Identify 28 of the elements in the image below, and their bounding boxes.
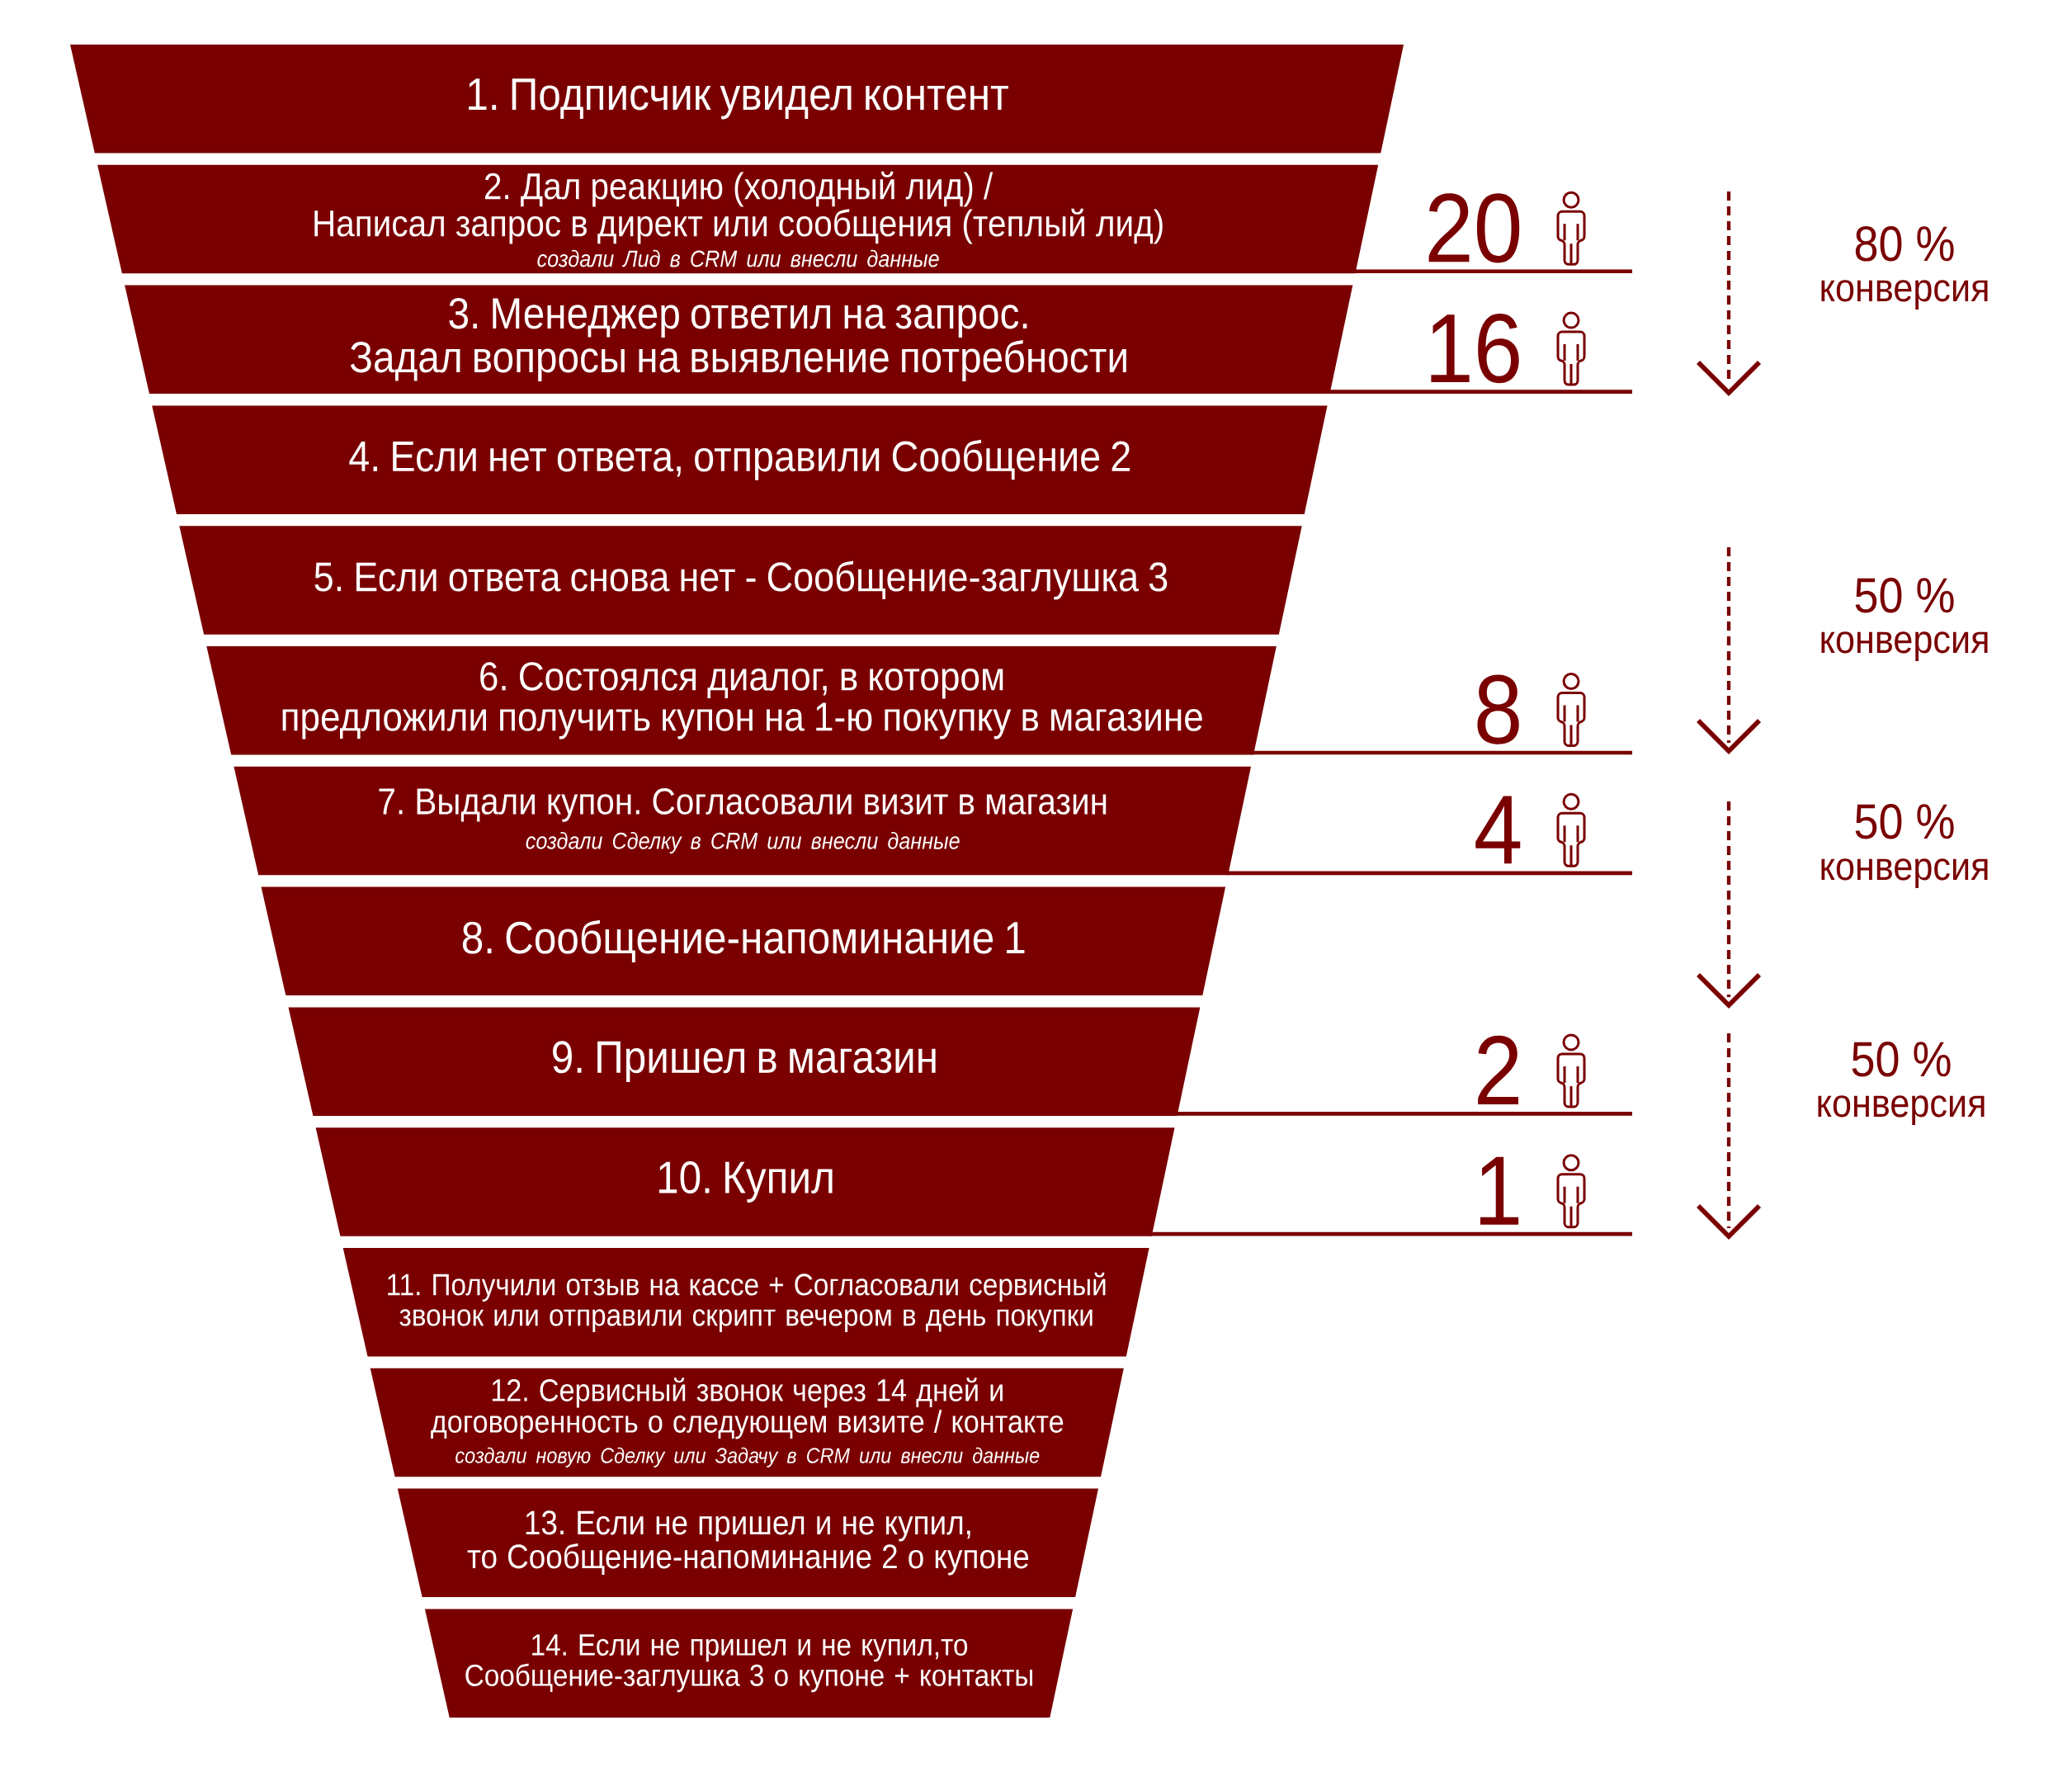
label-text: конверсия — [1821, 280, 1988, 310]
label-text: конверсия — [1818, 1095, 1985, 1125]
count-number: 2 — [1478, 1035, 1518, 1104]
count-number: 4 — [1475, 796, 1521, 864]
count-number: 1 — [1480, 1156, 1519, 1225]
funnel-band: 8. Сообщение-напоминание 1 — [261, 886, 1226, 996]
percent-value: 80 % — [1855, 226, 1954, 262]
label-text: конверсия — [1821, 858, 1988, 888]
count-number: 20 — [1428, 193, 1520, 263]
percent-value: 50 % — [1855, 804, 1954, 839]
label-text: конверсия — [1821, 631, 1988, 661]
funnel-band: 4. Если нет ответа, отправили Сообщение 2 — [152, 405, 1328, 514]
funnel-band: 9. Пришел в магазин — [288, 1007, 1201, 1116]
count-number: 8 — [1477, 674, 1519, 744]
funnel-band: 6. Состоялся диалог, в котором предложили получить купон на 1-ю покупку в магазине — [206, 646, 1277, 755]
funnel-band: 13. Если не пришел и не купил, то Сообщение-напоминание 2 о купоне — [397, 1488, 1098, 1598]
funnel-band: 10. Купил — [315, 1127, 1175, 1236]
funnel-band: 2. Дал реакцию (холодный лид) / Написал запрос в директ или сообщения (теплый лид) создали Лид в CRM или внесли данные — [97, 164, 1379, 274]
count-number: 16 — [1431, 314, 1519, 384]
funnel-band: 11. Получили отзыв на кассе + Согласовали сервисный звонок или отправили скрипт вечером в день покупки — [342, 1248, 1149, 1357]
funnel-band: 7. Выдали купон. Согласовали визит в магазин создали Сделку в CRM или внесли данные — [234, 766, 1251, 876]
percent-value: 50 % — [1855, 578, 1954, 613]
funnel-band: 12. Сервисный звонок через 14 дней и договоренность о следующем визите / контакте создали новую Сделку или Задачу в CRM или внесли данные — [370, 1368, 1124, 1477]
percent-value: 50 % — [1852, 1042, 1951, 1077]
funnel-band: 5. Если ответа снова нет - Сообщение-заглушка 3 — [179, 526, 1302, 635]
funnel-band: 1. Подписчик увидел контент — [70, 45, 1404, 154]
funnel-band: 3. Менеджер ответил на запрос. Задал вопросы на выявление потребности — [125, 285, 1353, 395]
funnel-band: 14. Если не пришел и не купил,то Сообщение-заглушка 3 о купоне + контакты — [424, 1609, 1074, 1718]
